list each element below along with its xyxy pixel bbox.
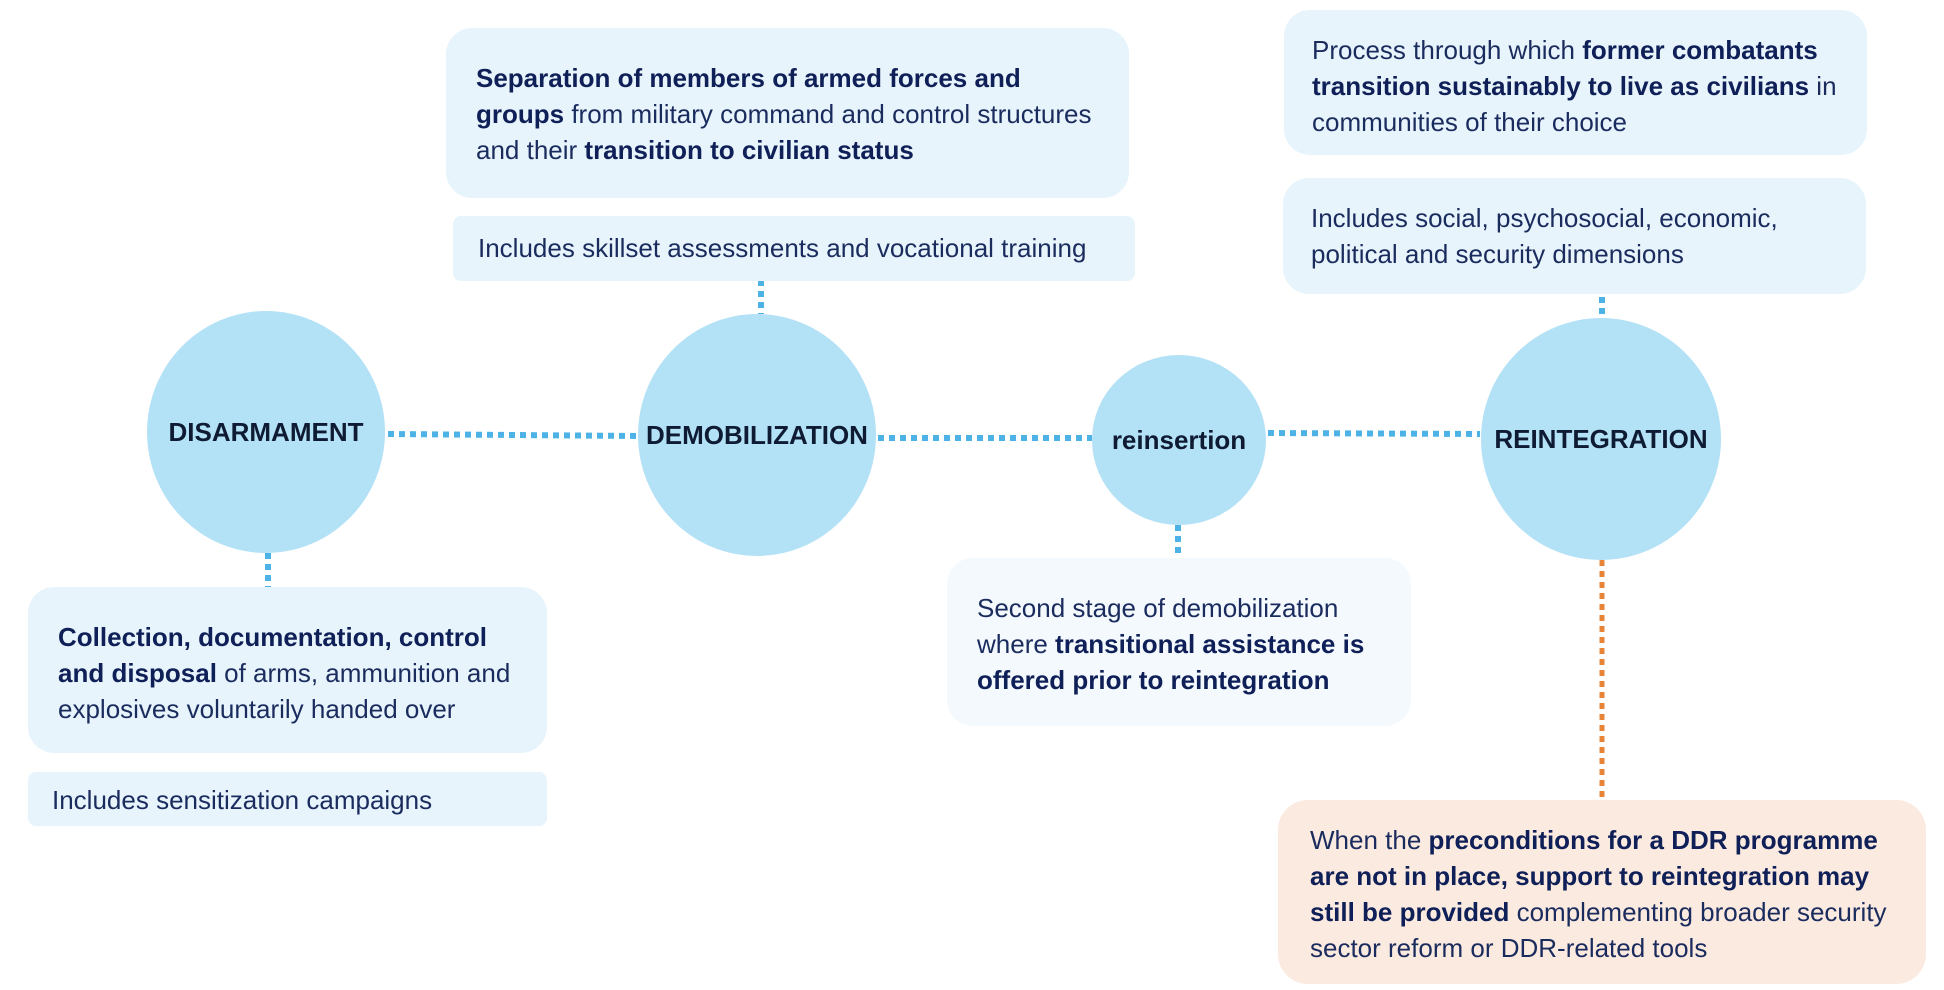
text-segment: Process through which	[1312, 35, 1583, 65]
text-segment: former combatants transition sustainably…	[1312, 35, 1818, 101]
text-segment: of arms, ammunition and explosives volun…	[58, 658, 511, 724]
disarmament-description-box: Collection, documentation, control and d…	[28, 587, 547, 753]
reinsertion-description-box: Second stage of demobilization where tra…	[947, 558, 1411, 726]
reintegration-precondition-box: When the preconditions for a DDR program…	[1278, 800, 1926, 984]
text-segment: transitional assistance is offered prior…	[977, 629, 1365, 695]
demobilization-description-box: Separation of members of armed forces an…	[446, 28, 1129, 198]
text-segment: Separation of members of armed forces an…	[476, 63, 1021, 129]
stage-label-reintegration: REINTEGRATION	[1494, 423, 1708, 454]
text-segment: complementing broader security sector re…	[1310, 897, 1887, 963]
stage-circle-disarmament: DISARMAMENT	[147, 311, 385, 553]
stage-label-reinsertion: reinsertion	[1111, 424, 1247, 455]
stage-circle-demobilization: DEMOBILIZATION	[638, 314, 876, 556]
reintegration-description-box: Process through which former combatants …	[1284, 10, 1867, 155]
reintegration-note-box: Includes social, psychosocial, economic,…	[1283, 178, 1866, 294]
text-segment: transition to civilian status	[584, 135, 914, 165]
disarmament-note: Includes sensitization campaigns	[52, 785, 433, 815]
text-segment: in communities of their choice	[1312, 71, 1837, 137]
text-segment: preconditions for a DDR programme are no…	[1310, 825, 1878, 927]
disarmament-note-box: Includes sensitization campaigns	[28, 772, 547, 826]
connector-disarmament-demobilization	[387, 431, 639, 439]
stage-circle-reintegration: REINTEGRATION	[1481, 318, 1721, 560]
reintegration-note: Includes social, psychosocial, economic,…	[1311, 203, 1778, 269]
text-segment: Second stage of demobilization where	[977, 593, 1339, 659]
text-segment: When the	[1310, 825, 1429, 855]
text-segment: Collection, documentation, control and d…	[58, 622, 487, 688]
demobilization-note-box: Includes skillset assessments and vocati…	[453, 216, 1135, 281]
connector-reinsertion-reintegration	[1267, 430, 1481, 437]
stage-label-demobilization: DEMOBILIZATION	[646, 419, 868, 450]
stage-circle-reinsertion: reinsertion	[1092, 355, 1266, 525]
text-segment: from military command and control struct…	[476, 99, 1092, 165]
stage-label-disarmament: DISARMAMENT	[168, 416, 364, 447]
demobilization-note: Includes skillset assessments and vocati…	[478, 233, 1087, 263]
